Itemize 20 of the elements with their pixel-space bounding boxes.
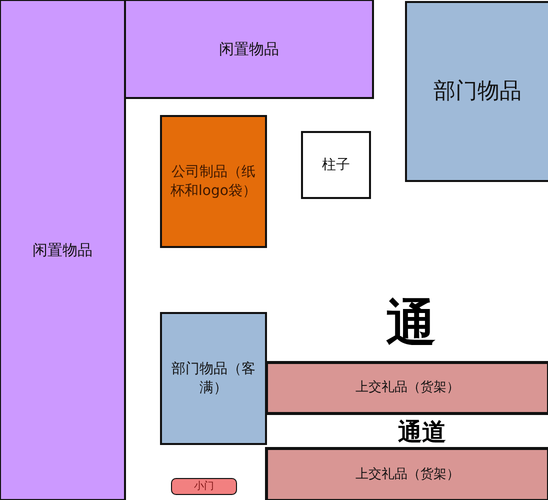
area-label: 部门物品（客满） (170, 360, 256, 398)
area-label: 上交礼品（货架） (356, 379, 460, 397)
area-label: 柱子 (322, 156, 350, 174)
storage-area (124, 0, 374, 99)
storage-area (405, 1, 548, 182)
area-label: 闲置物品 (32, 240, 92, 260)
storage-area (0, 0, 126, 500)
door-tag (171, 478, 237, 495)
area-label: 上交礼品（货架） (356, 466, 460, 484)
area-label: 公司制品（纸杯和logo袋） (170, 162, 258, 200)
shelf-area (265, 361, 548, 415)
area-label: 闲置物品 (219, 38, 279, 60)
pillar-box (301, 131, 371, 199)
area-label: 部门物品 (434, 78, 522, 106)
storage-area (160, 115, 267, 248)
aisle-label: 通道 (398, 420, 446, 444)
storage-area (160, 312, 267, 445)
aisle-label: 通 (386, 298, 436, 348)
area-label: 小门 (194, 480, 214, 494)
shelf-area (265, 447, 548, 500)
